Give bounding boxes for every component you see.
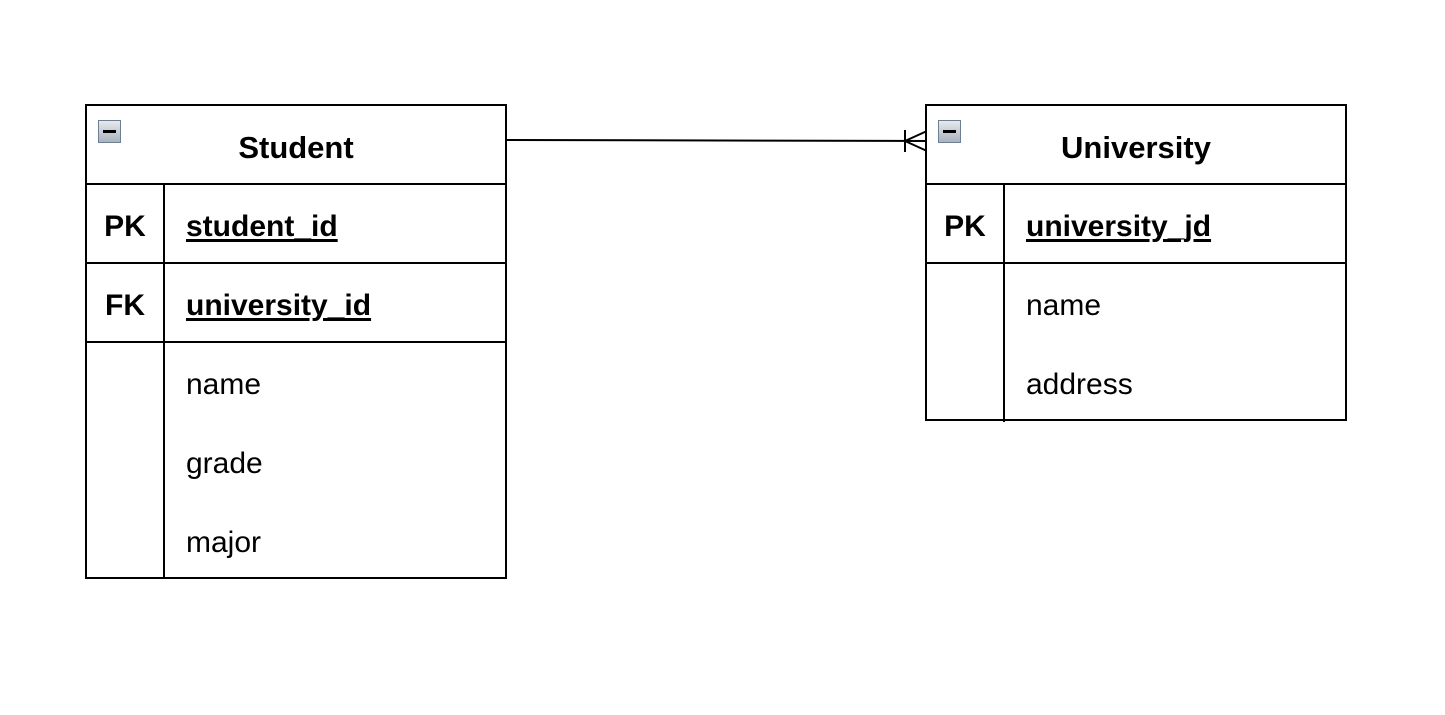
university-key-row: PK university_jd [927, 185, 1345, 264]
attribute-field: address [1026, 368, 1133, 401]
university-table[interactable]: University PK university_jd name address [925, 104, 1347, 422]
student-table-header: Student [87, 106, 505, 185]
student-attribute-list: name grade major [87, 343, 505, 579]
key-column-divider [87, 343, 165, 579]
collapse-minus-icon[interactable] [98, 120, 121, 143]
key-type-label: PK [927, 185, 1005, 262]
student-table[interactable]: Student PK student_id FK university_id n… [85, 104, 507, 579]
key-type-label: FK [87, 264, 165, 341]
crowfoot-prong-lower [904, 140, 928, 152]
key-column-divider [927, 264, 1005, 422]
key-field-name: student_id [186, 210, 338, 243]
university-attribute-list: name address [927, 264, 1345, 422]
crowfoot-prong-upper [904, 130, 928, 142]
collapse-minus-icon[interactable] [938, 120, 961, 143]
university-table-title: University [1061, 130, 1211, 165]
university-table-header: University [927, 106, 1345, 185]
student-key-row: PK student_id [87, 185, 505, 264]
student-table-title: Student [238, 130, 354, 165]
key-type-label: PK [87, 185, 165, 262]
key-field-name: university_id [186, 289, 372, 322]
relationship-line[interactable] [504, 139, 928, 142]
student-key-row: FK university_id [87, 264, 505, 343]
attribute-field: major [186, 526, 262, 559]
attribute-field: name [1026, 289, 1102, 322]
attribute-field: name [186, 368, 262, 401]
key-field-name: university_jd [1026, 210, 1212, 243]
attribute-field: grade [186, 447, 263, 480]
